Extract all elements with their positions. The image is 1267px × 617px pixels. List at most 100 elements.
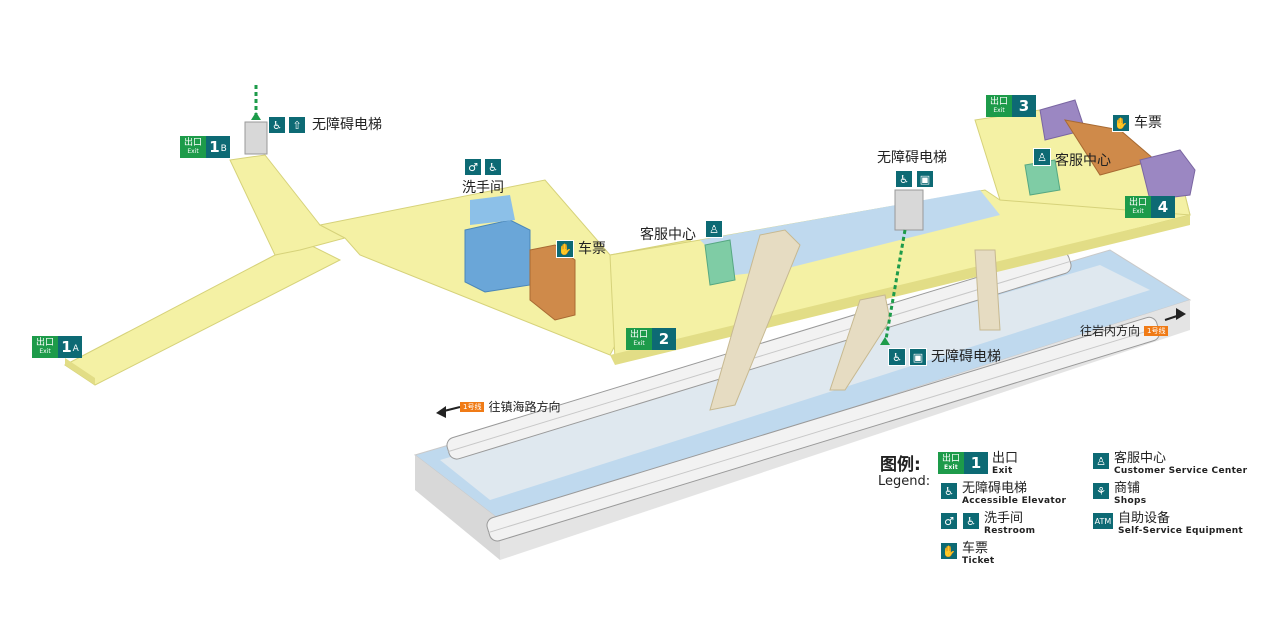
restroom-block	[464, 219, 531, 293]
exit-en: Exit	[633, 340, 645, 347]
exit-number: 3	[1018, 97, 1030, 115]
exit-cn: 出口	[629, 330, 648, 340]
arrow-left-head	[436, 406, 446, 418]
ticket-icon: ✋	[556, 240, 574, 258]
path-center	[883, 229, 907, 346]
label-ticket-left: 车票	[578, 241, 606, 257]
service-icon: ♙	[705, 220, 723, 238]
exit-number: 2	[658, 330, 670, 348]
exit-suffix: B	[220, 144, 227, 154]
exit-en: Exit	[39, 348, 51, 355]
exit-en: Exit	[993, 107, 1005, 114]
restroom-icon: ♂	[464, 158, 482, 176]
legend-item-en: Restroom	[984, 526, 1036, 536]
direction-right: 往岩内方向 1号线	[1080, 322, 1169, 339]
service-block-left	[704, 239, 736, 286]
legend-item-cn: 商铺	[1114, 481, 1141, 496]
direction-right-text: 往岩内方向	[1080, 324, 1141, 338]
exit-cn: 出口	[183, 138, 202, 148]
shop-purple-2	[1139, 149, 1196, 201]
legend-item-cn: 自助设备	[1118, 511, 1171, 526]
legend-item-en: Self-Service Equipment	[1118, 526, 1244, 536]
stair-column-center	[829, 294, 891, 391]
exit-en: Exit	[187, 148, 199, 155]
direction-left-text: 往镇海路方向	[488, 400, 561, 414]
restroom-icon: ♂	[940, 512, 958, 530]
concourse-arm-1a	[64, 244, 342, 386]
elevator-shaft-1b	[244, 121, 268, 155]
label-restroom: 洗手间	[462, 180, 504, 196]
exit-en: Exit	[1132, 208, 1144, 215]
legend-item-cn: 出口	[992, 451, 1019, 466]
elevator-icon: ♿	[268, 116, 286, 134]
elevator-icon: ♿	[940, 482, 958, 500]
legend-item-cn: 车票	[962, 541, 989, 556]
ticket-icon: ✋	[940, 542, 958, 560]
shop-icon: ⚘	[1092, 482, 1110, 500]
legend-item-en: Accessible Elevator	[962, 496, 1067, 506]
train-icon: ▣	[909, 348, 927, 366]
elevator-shaft-center	[894, 189, 924, 231]
platform-inner	[440, 265, 1150, 500]
platform-base	[415, 455, 500, 560]
exit-en: Exit	[943, 464, 959, 471]
legend-item-cn: 无障碍电梯	[962, 481, 1028, 496]
legend-item-en: Ticket	[962, 556, 995, 566]
atm-icon: ATM	[1092, 512, 1114, 530]
line-badge: 1号线	[1144, 325, 1169, 336]
exit-number: 1	[209, 138, 220, 156]
ticket-icon: ✋	[1112, 114, 1130, 132]
label-elevator-center: 无障碍电梯	[877, 150, 947, 166]
legend-item-cn: 洗手间	[984, 511, 1024, 526]
exit-cn: 出口	[941, 454, 960, 464]
elevator-icon: ♿	[895, 170, 913, 188]
legend-title-cn: 图例:	[880, 455, 921, 475]
label-service-left: 客服中心	[640, 227, 696, 243]
stair-column-right	[974, 249, 1001, 331]
label-elevator-bottom: 无障碍电梯	[931, 349, 1001, 365]
service-icon: ♙	[1033, 148, 1051, 166]
train-icon: ▣	[916, 170, 934, 188]
exit-number: 4	[1157, 198, 1169, 216]
ticket-block-left	[529, 244, 576, 321]
accessible-restroom-icon: ♿	[484, 158, 502, 176]
exit-number: 1	[61, 338, 72, 356]
legend-item-en: Customer Service Center	[1114, 466, 1248, 476]
arrow-right-head	[1176, 308, 1186, 320]
stair-column-left	[709, 229, 801, 411]
label-service-right: 客服中心	[1055, 153, 1111, 169]
exit-cn: 出口	[35, 338, 54, 348]
line-badge: 1号线	[460, 401, 485, 412]
exit-cn: 出口	[1128, 198, 1147, 208]
up-arrow-icon: ⇧	[288, 116, 306, 134]
direction-left: 1号线 往镇海路方向	[460, 398, 560, 415]
label-ticket-right: 车票	[1134, 115, 1162, 131]
accessible-restroom-icon: ♿	[962, 512, 980, 530]
legend-title-en: Legend:	[878, 474, 931, 489]
exit-suffix: A	[72, 344, 79, 354]
concourse-arm-1b	[229, 154, 347, 256]
legend-item-cn: 客服中心	[1114, 451, 1167, 466]
legend-item-en: Exit	[992, 466, 1013, 476]
service-icon: ♙	[1092, 452, 1110, 470]
exit-number: 1	[970, 454, 982, 472]
elevator-icon: ♿	[888, 348, 906, 366]
exit-cn: 出口	[989, 97, 1008, 107]
label-elevator-top: 无障碍电梯	[312, 117, 382, 133]
